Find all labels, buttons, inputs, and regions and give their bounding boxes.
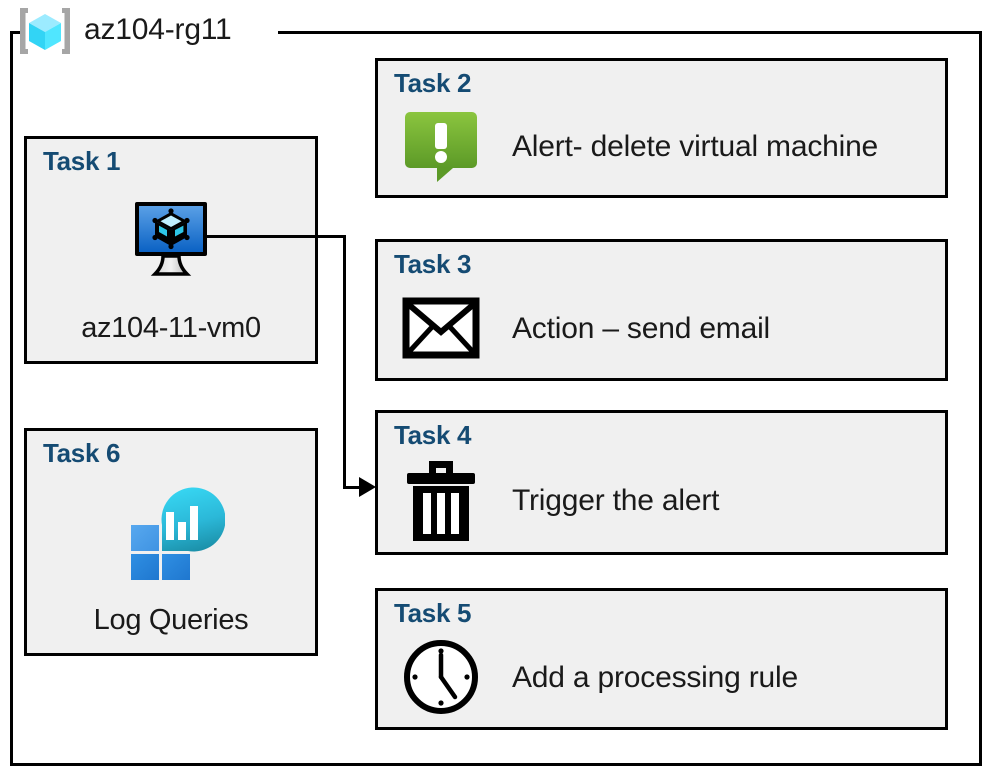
clock-icon xyxy=(400,636,482,718)
task-card-task-6[interactable]: Task 6 xyxy=(24,428,318,656)
task-card-title: Task 6 xyxy=(43,438,121,468)
resource-group-frame-top-left-segment xyxy=(10,31,24,34)
resource-group-frame-top-right-segment xyxy=(278,31,982,34)
resource-group-name: az104-rg11 xyxy=(84,13,232,46)
task-card-content-row: Action – send email xyxy=(400,284,935,372)
task-card-title: Task 3 xyxy=(394,249,472,279)
task-card-label: Alert- delete virtual machine xyxy=(512,129,879,163)
task-card-label: Add a processing rule xyxy=(512,660,798,694)
task-card-label: Action – send email xyxy=(512,311,771,345)
virtual-machine-icon xyxy=(27,191,315,291)
task-card-content-row: Trigger the alert xyxy=(400,455,935,546)
task-card-task-1[interactable]: Task 1 xyxy=(24,136,318,364)
task-card-task-2[interactable]: Task 2 Alert- delete virtual machin xyxy=(375,58,948,198)
arrow-head-right-icon xyxy=(359,477,376,497)
log-analytics-queries-icon xyxy=(27,483,315,583)
connector-segment-horizontal-bottom xyxy=(343,486,369,489)
task-card-label: Log Queries xyxy=(93,604,249,636)
task-card-title: Task 2 xyxy=(394,68,472,98)
task-card-task-4[interactable]: Task 4 Trigger the alert xyxy=(375,410,948,555)
envelope-icon xyxy=(400,287,482,369)
task-card-title: Task 4 xyxy=(394,420,472,450)
task-card-title: Task 1 xyxy=(43,146,121,176)
task-card-task-5[interactable]: Task 5 Add a processing rule xyxy=(375,588,948,730)
connector-segment-horizontal-top xyxy=(206,235,346,238)
resource-group-header: az104-rg11 xyxy=(16,5,232,57)
azure-resource-group-icon xyxy=(16,5,74,57)
task-card-content-row: Alert- delete virtual machine xyxy=(400,103,935,189)
resource-group-frame xyxy=(10,31,982,766)
task-card-title: Task 5 xyxy=(394,598,472,628)
task-card-label: Trigger the alert xyxy=(512,484,720,517)
task-card-content-row: Add a processing rule xyxy=(400,633,935,721)
task-card-task-3[interactable]: Task 3 Action – send email xyxy=(375,239,948,381)
connector-segment-vertical xyxy=(343,235,346,489)
trash-can-icon xyxy=(400,460,482,542)
task-card-label: az104-11-vm0 xyxy=(81,312,261,344)
alert-exclamation-bubble-icon xyxy=(400,105,482,187)
